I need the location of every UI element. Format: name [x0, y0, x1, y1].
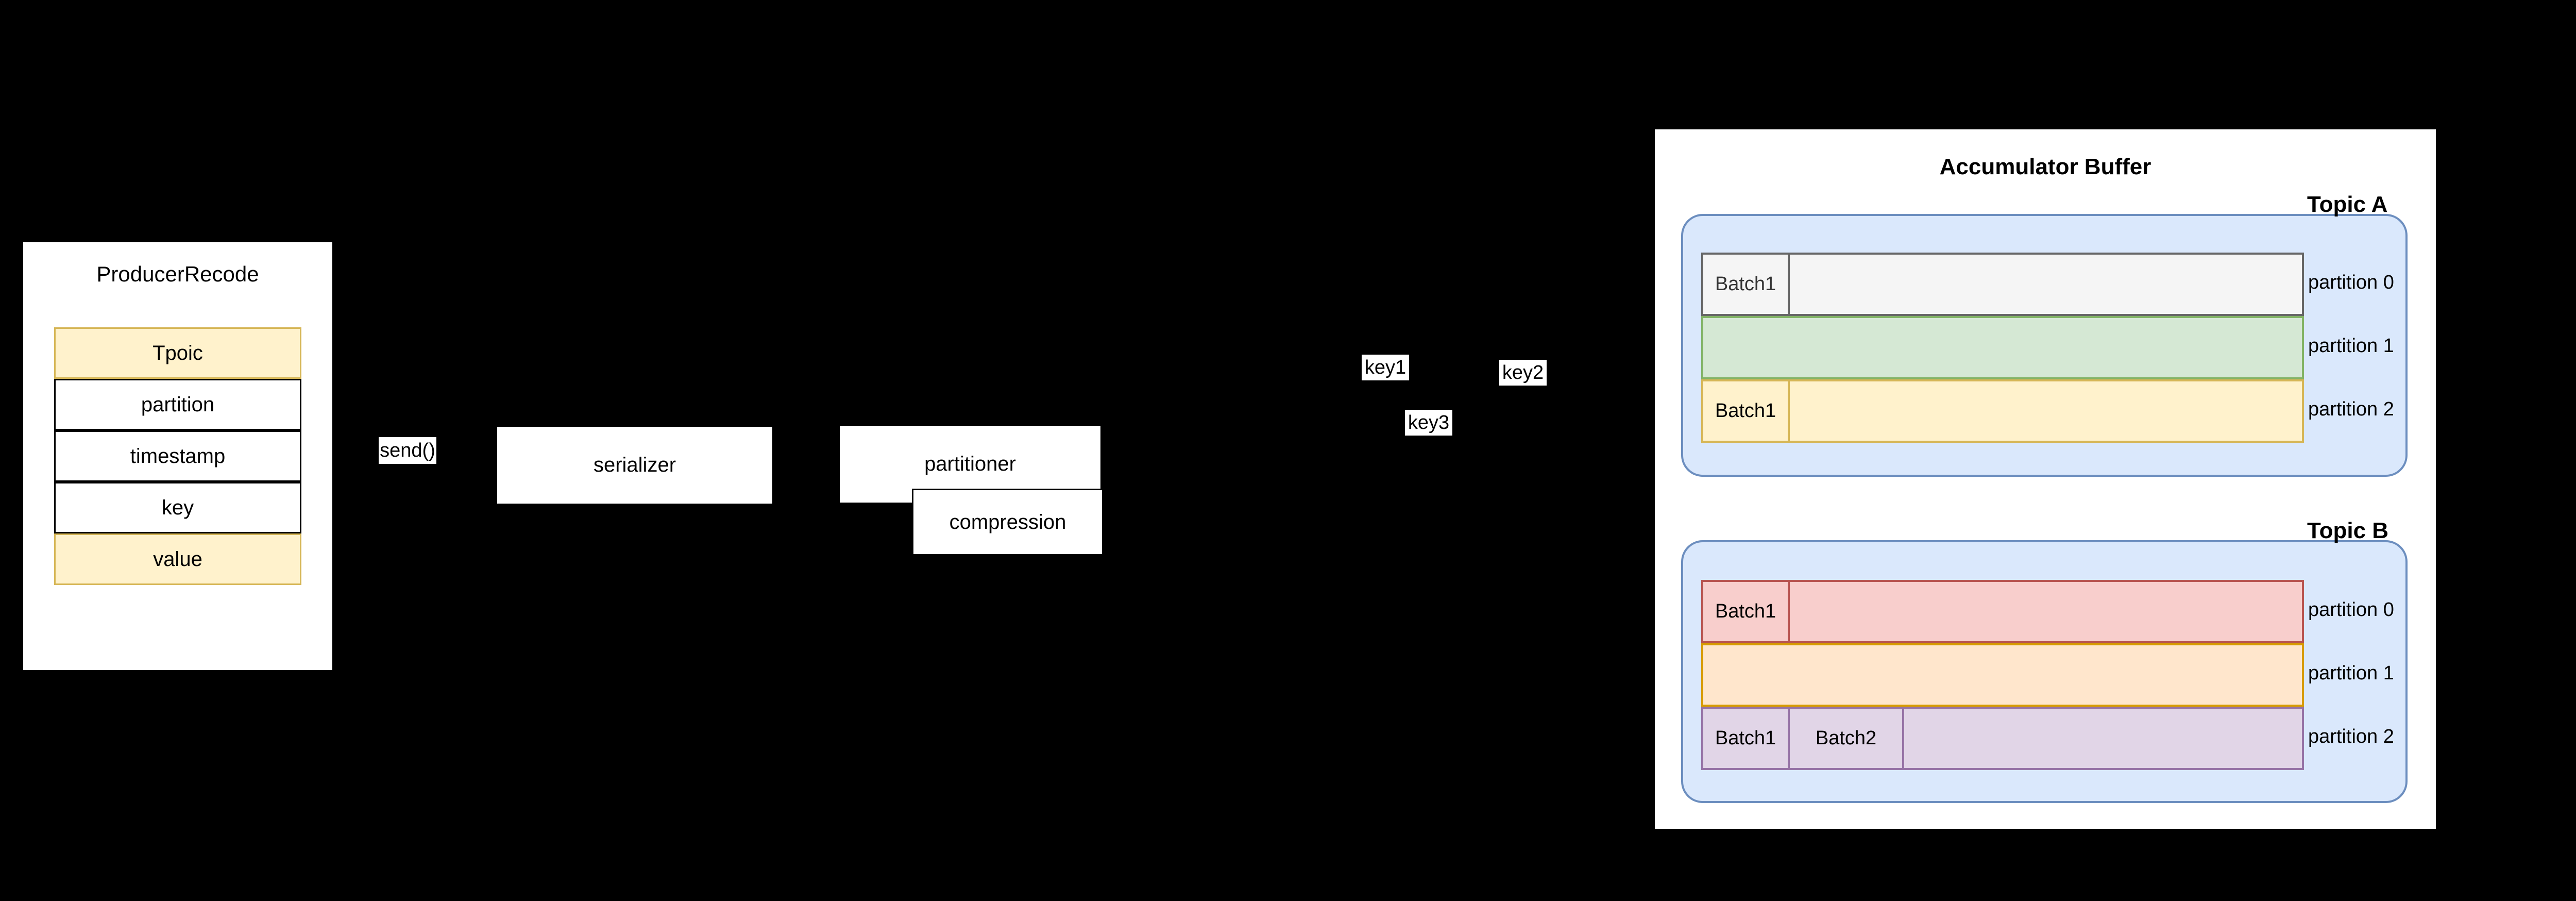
field-label: partition [141, 393, 215, 416]
compression-label: compression [949, 510, 1066, 533]
batch-cell-empty [1790, 381, 2302, 441]
serializer-label: serializer [593, 454, 676, 476]
key3-label: key3 [1405, 410, 1452, 436]
producer-record-field-topic: Tpoic [54, 327, 301, 379]
topic-a-partition-2-label: partition 2 [2308, 398, 2394, 420]
producer-record-field-value: value [54, 533, 301, 585]
topic-a-partition-1-label: partition 1 [2308, 335, 2394, 357]
batch-cell-empty [1904, 709, 2302, 768]
field-label: value [153, 547, 202, 571]
producer-record-title: ProducerRecode [96, 262, 259, 286]
batch-cell: Batch1 [1703, 255, 1790, 314]
topic-b-partition-2-label: partition 2 [2308, 726, 2394, 747]
key1-label: key1 [1362, 355, 1409, 380]
topic-b-partition-0-row: Batch1 [1701, 580, 2304, 643]
compression-box: compression [912, 489, 1104, 556]
field-label: Tpoic [152, 341, 203, 364]
batch-cell-empty [1790, 255, 2302, 314]
topic-b-partition-1-label: partition 1 [2308, 662, 2394, 684]
topic-a-partition-2-row: Batch1 [1701, 379, 2304, 443]
producer-record-field-partition: partition [54, 379, 301, 430]
topic-a-partition-0-label: partition 0 [2308, 272, 2394, 293]
field-label: key [161, 496, 194, 519]
key2-label: key2 [1499, 360, 1547, 386]
topic-a-partition-1-row [1701, 316, 2304, 379]
serializer-box: serializer [496, 425, 774, 505]
producer-record-field-key: key [54, 482, 301, 533]
accumulator-buffer-title: Accumulator Buffer [1939, 154, 2151, 179]
topic-b-partition-0-label: partition 0 [2308, 599, 2394, 621]
field-label: timestamp [130, 444, 226, 468]
send-label: send() [379, 437, 436, 464]
topic-b-partition-1-row [1701, 643, 2304, 707]
batch-cell: Batch1 [1703, 381, 1790, 441]
batch-cell: Batch2 [1790, 709, 1904, 768]
topic-b-partition-2-row: Batch1 Batch2 [1701, 707, 2304, 770]
batch-cell-empty [1703, 318, 2302, 377]
topic-b-label: Topic B [2307, 518, 2389, 543]
batch-cell: Batch1 [1703, 582, 1790, 641]
topic-a-label: Topic A [2307, 192, 2388, 217]
producer-record-field-timestamp: timestamp [54, 430, 301, 482]
producer-record-panel: ProducerRecode Tpoic partition timestamp… [23, 242, 332, 670]
partitioner-label: partitioner [924, 453, 1016, 475]
batch-cell-empty [1790, 582, 2302, 641]
batch-cell-empty [1703, 645, 2302, 705]
topic-a-partition-0-row: Batch1 [1701, 253, 2304, 316]
batch-cell: Batch1 [1703, 709, 1790, 768]
